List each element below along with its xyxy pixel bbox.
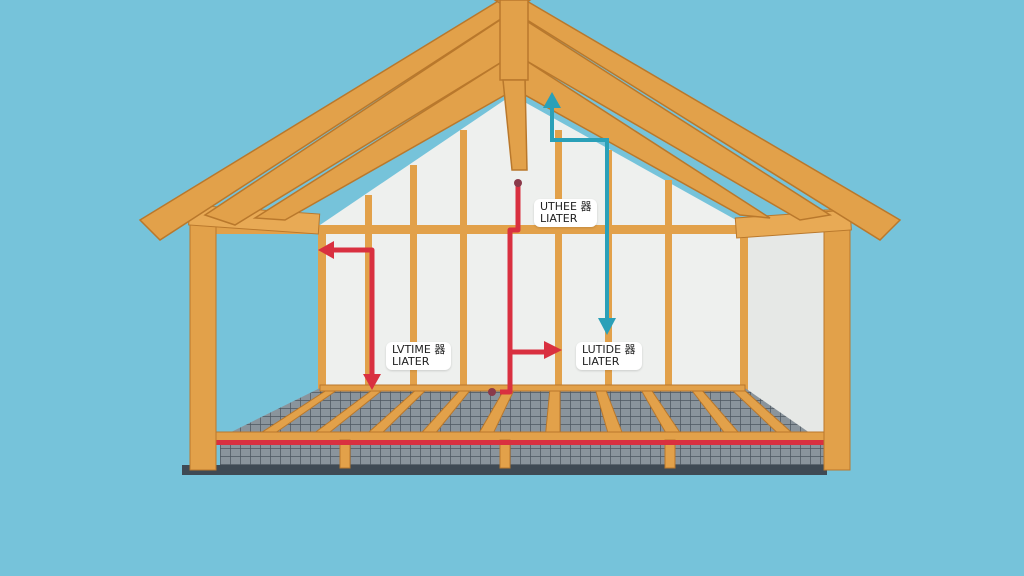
hot-arrow-left	[318, 241, 334, 259]
hot-arrow-right	[544, 341, 562, 359]
roof-rafters	[138, 0, 902, 241]
floor-joists	[214, 384, 826, 469]
floor-slab	[220, 445, 825, 465]
cold-arrow-up	[543, 92, 561, 108]
pipe-valve	[514, 179, 522, 187]
hot-water-pipes	[330, 180, 545, 395]
left-post	[189, 209, 217, 471]
cold-arrow-down	[598, 318, 616, 335]
cold-water-pipe	[550, 105, 609, 320]
label-line: LIATER	[392, 355, 430, 368]
label-line: LVTIME 器	[392, 343, 446, 356]
label-line: LUTIDE 器	[582, 343, 636, 356]
right-post	[823, 209, 851, 471]
back-wall	[320, 95, 745, 390]
foundation	[182, 465, 827, 475]
label-line: UTHEE 器	[540, 200, 592, 213]
label-line: LIATER	[540, 212, 578, 225]
label-line: LIATER	[582, 355, 620, 368]
right-side-wall	[745, 225, 825, 460]
hot-arrow-down	[363, 374, 381, 390]
floor-hot-pipe	[215, 440, 825, 445]
pipe-label-top: UTHEE 器 LIATER	[534, 199, 598, 227]
pipe-valve	[488, 388, 496, 396]
pipe-label-right: LUTIDE 器 LIATER	[576, 342, 642, 370]
pipe-label-left: LVTIME 器 LIATER	[386, 342, 452, 370]
